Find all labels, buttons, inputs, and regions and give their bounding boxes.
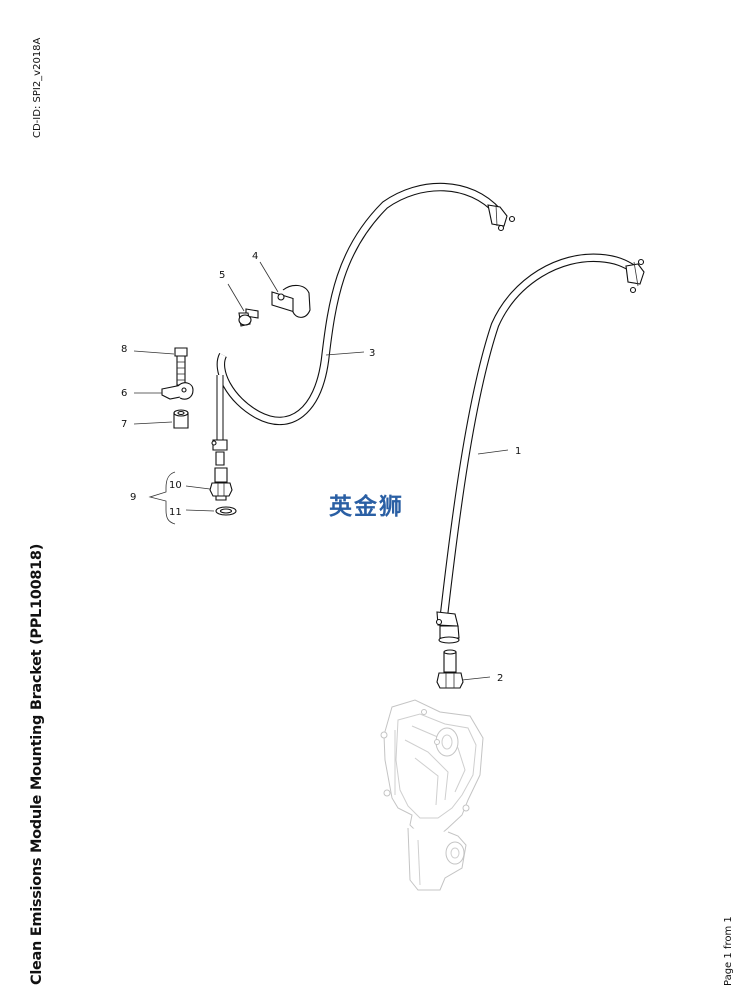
part-4-bracket [271,284,311,318]
callout-10: 10 [169,480,182,491]
callout-7: 7 [121,419,127,430]
callout-5: 5 [219,270,225,281]
callout-3: 3 [369,348,375,359]
callout-11: 11 [169,507,182,518]
callout-4: 4 [252,251,258,262]
callout-6: 6 [121,388,127,399]
callout-2: 2 [497,673,503,684]
watermark-text: 英金狮 [329,494,404,520]
engine-housing-ghost [380,699,484,891]
part-1-breather-hose [435,253,645,644]
part-5-bolt [238,308,259,327]
part-11-washer [215,506,237,516]
callout-8: 8 [121,344,127,355]
part-3-hose [216,182,516,426]
leader-lines [133,261,509,681]
rigid-pipe [211,375,228,466]
part-10-adapter [209,467,233,501]
callout-labels: 1 2 3 4 5 8 6 7 9 10 11 [121,251,521,684]
callout-9: 9 [130,492,136,503]
part-7-spacer [173,409,189,429]
part-2-connector [436,649,464,689]
part-6-p-clip [161,382,194,400]
callout-1: 1 [515,446,521,457]
part-8-bolt [174,347,188,386]
